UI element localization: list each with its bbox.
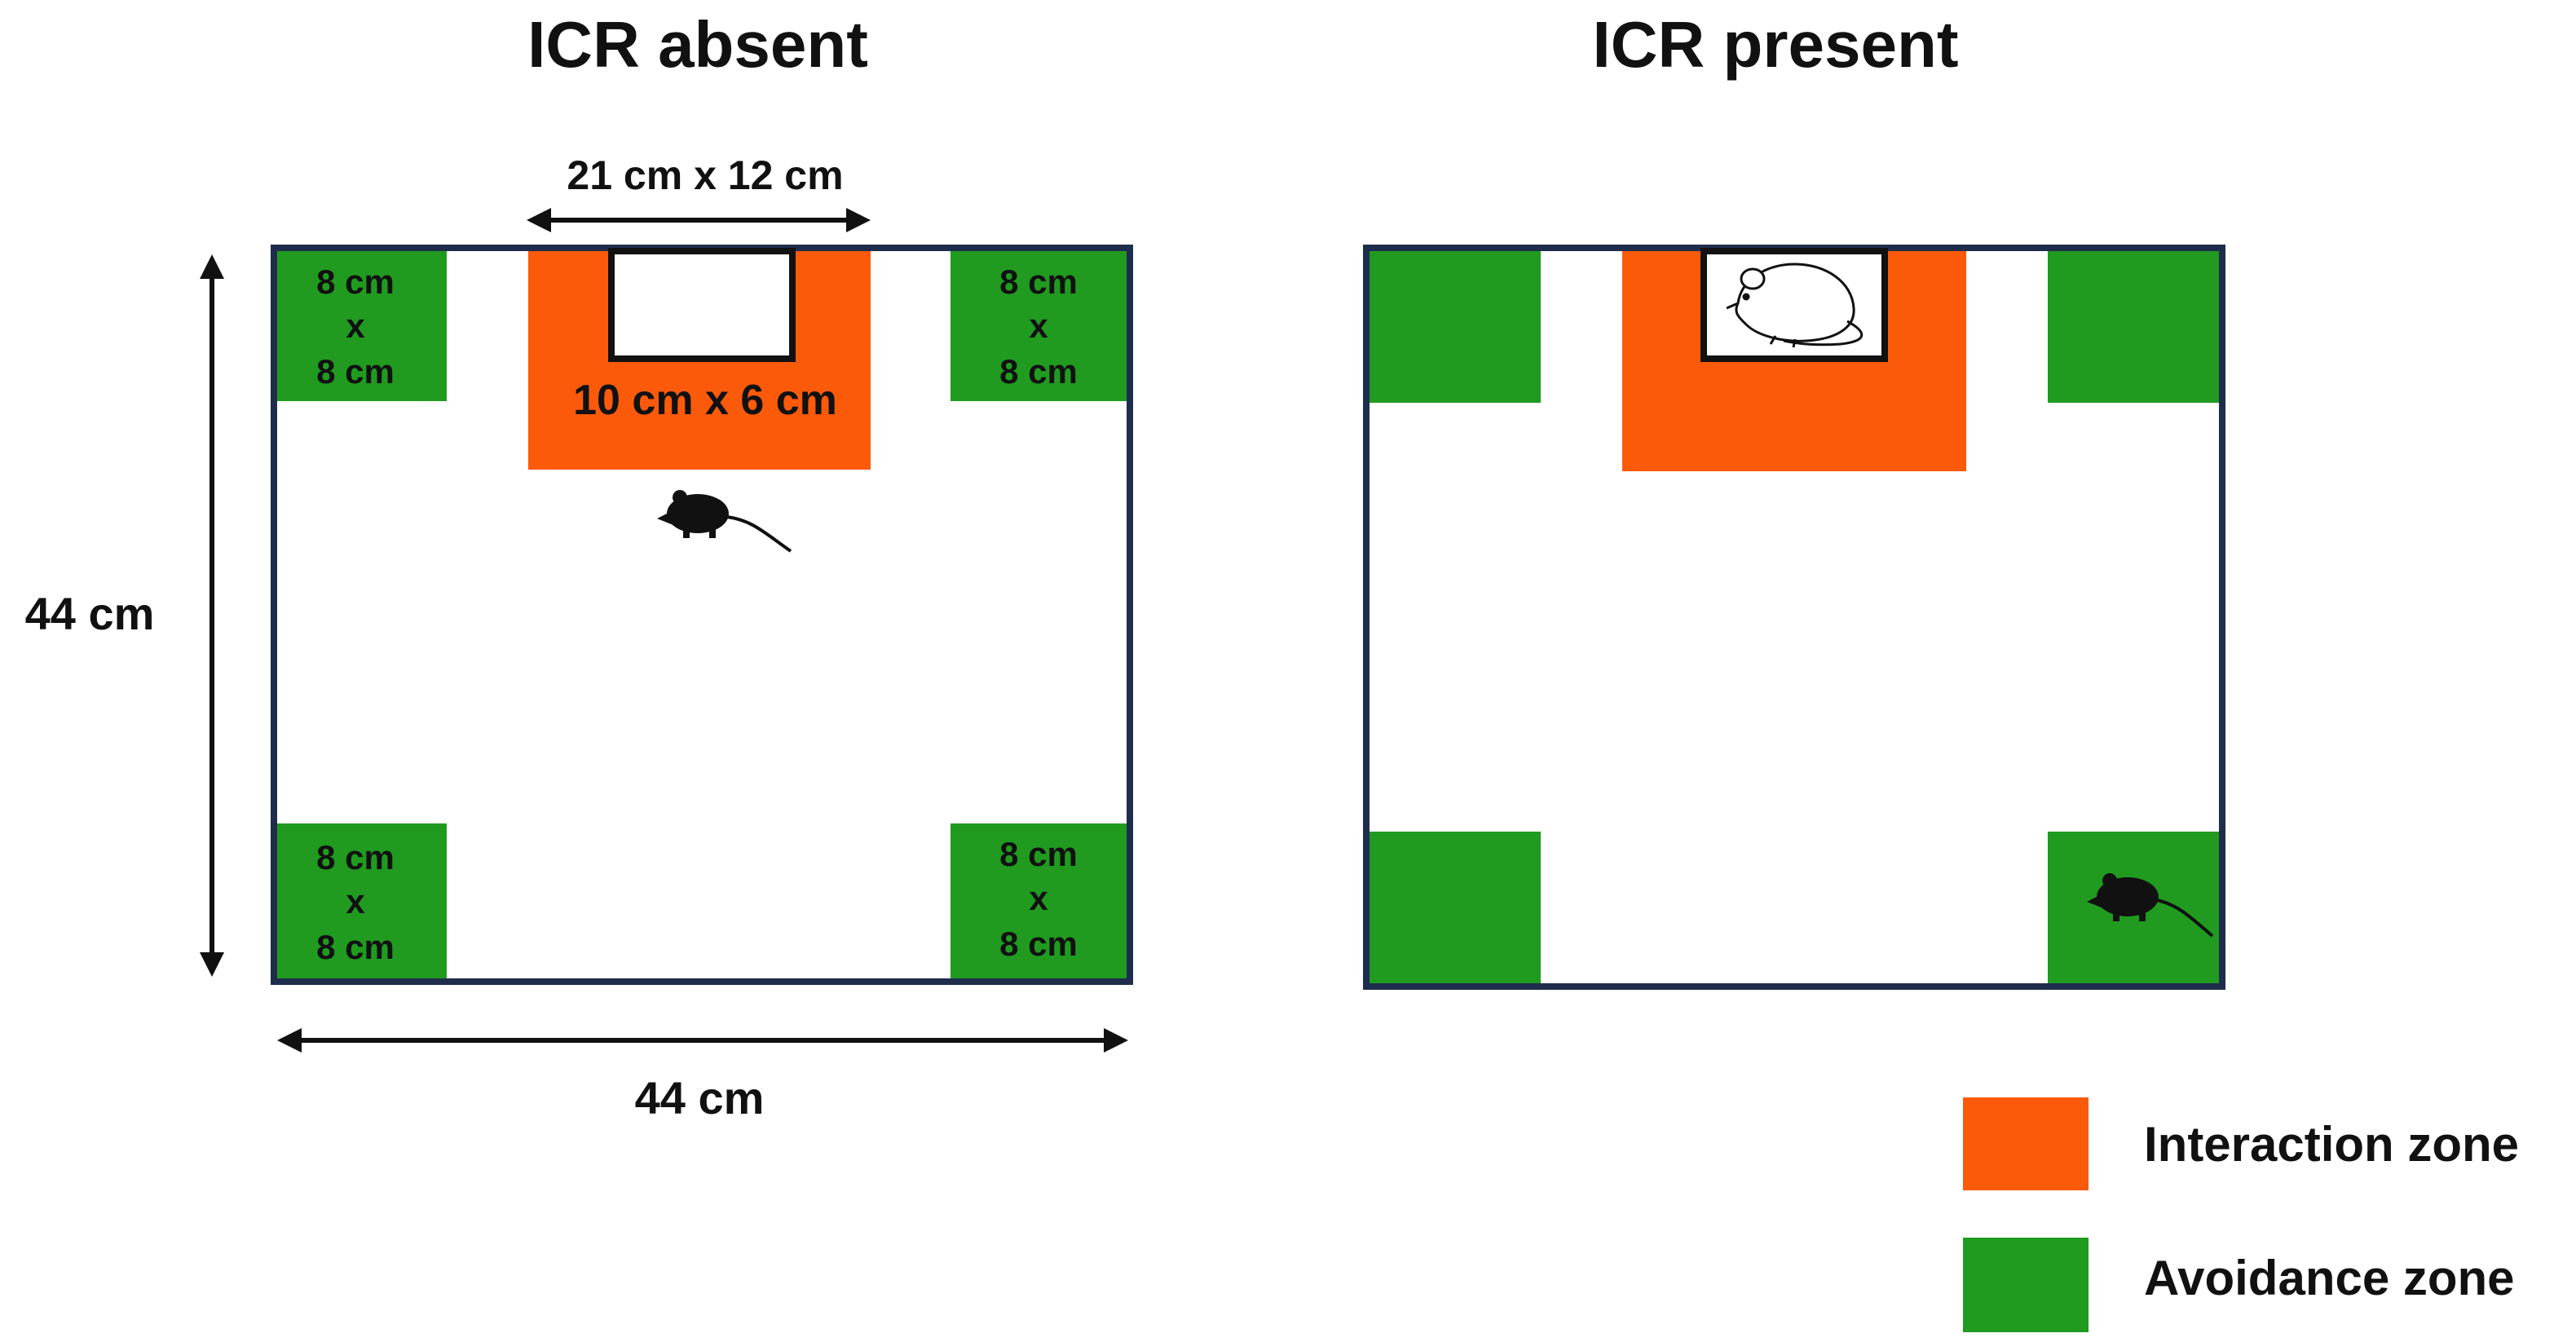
svg-text:8 cm: 8 cm: [999, 925, 1078, 963]
svg-text:8 cm: 8 cm: [999, 263, 1078, 301]
svg-text:x: x: [346, 882, 365, 920]
svg-text:8 cm: 8 cm: [316, 838, 395, 876]
white-mouse-outline-icon: [1726, 263, 1864, 348]
svg-text:8 cm: 8 cm: [999, 352, 1078, 391]
legend-label-avoidance: Avoidance zone: [2144, 1251, 2515, 1305]
svg-text:x: x: [346, 307, 365, 345]
panel-title-present: ICR present: [1593, 8, 1959, 81]
svg-text:8 cm: 8 cm: [999, 835, 1078, 873]
legend: Interaction zone Avoidance zone: [1963, 1097, 2519, 1332]
corner-label-bottom-left: 8 cm x 8 cm: [316, 838, 395, 966]
svg-text:8 cm: 8 cm: [316, 352, 395, 391]
panel-icr-present: ICR present: [1363, 8, 2225, 990]
bottom-dimension-label: 44 cm: [635, 1072, 765, 1123]
panel-icr-absent: ICR absent 21 cm x 12 cm 44 cm 44 cm 10 …: [25, 8, 1133, 1123]
empty-cage: [608, 248, 796, 362]
cage-dimension-label: 10 cm x 6 cm: [573, 377, 837, 424]
svg-text:x: x: [1029, 879, 1048, 917]
avoidance-zone-present-bottom-left: [1370, 832, 1541, 983]
corner-label-bottom-right: 8 cm x 8 cm: [999, 835, 1078, 963]
top-dimension-label: 21 cm x 12 cm: [567, 152, 843, 198]
avoidance-zone-present-top-left: [1370, 251, 1541, 403]
corner-label-top-left: 8 cm x 8 cm: [316, 263, 395, 391]
svg-text:x: x: [1029, 307, 1048, 345]
avoidance-zone-present-top-right: [2048, 251, 2219, 403]
legend-swatch-interaction: [1963, 1097, 2089, 1190]
black-mouse-icon: [2087, 873, 2214, 938]
avoidance-zone-top-right: [951, 251, 1127, 401]
svg-text:8 cm: 8 cm: [316, 928, 395, 966]
svg-text:8 cm: 8 cm: [316, 263, 395, 301]
avoidance-zone-top-left: [277, 251, 447, 401]
avoidance-zone-bottom-left: [277, 823, 447, 978]
avoidance-zone-bottom-right: [951, 823, 1127, 978]
legend-label-interaction: Interaction zone: [2144, 1117, 2519, 1172]
corner-label-top-right: 8 cm x 8 cm: [999, 263, 1078, 391]
legend-swatch-avoidance: [1963, 1238, 2089, 1332]
panel-title-absent: ICR absent: [527, 8, 868, 81]
side-dimension-label: 44 cm: [25, 588, 155, 639]
black-mouse-icon: [657, 490, 792, 553]
